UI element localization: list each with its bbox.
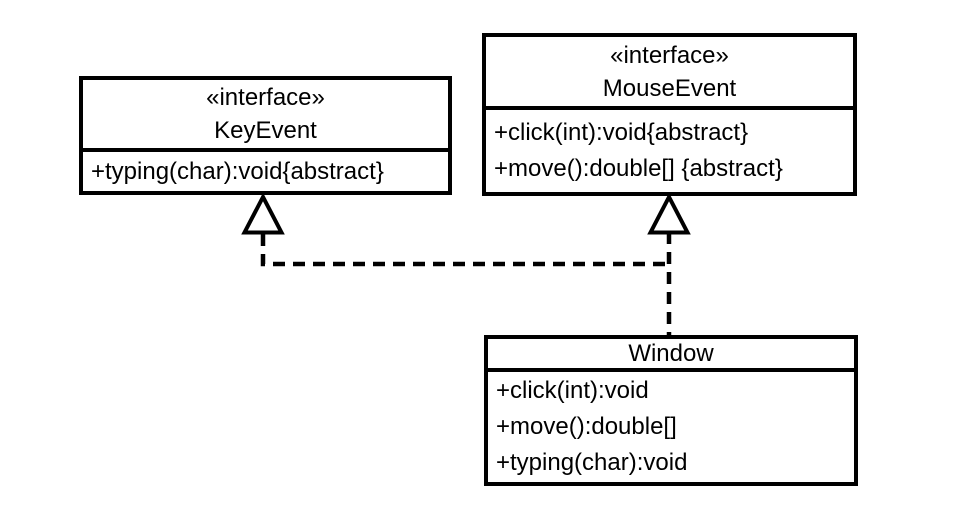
hollow-triangle-arrowhead-keyevent-icon [241, 192, 285, 235]
class-box-window: Window +click(int):void +move():double[]… [484, 335, 858, 486]
class-header-mouseevent: «interface» MouseEvent [486, 37, 853, 110]
class-methods-keyevent: +typing(char):void{abstract} [83, 152, 448, 191]
hollow-triangle-arrowhead-mouseevent-icon [647, 192, 691, 235]
class-name-label-mouseevent: MouseEvent [602, 74, 737, 102]
method-label: +click(int):void{abstract} [494, 119, 749, 146]
method-label: +move():double[] [496, 413, 677, 440]
class-header-window: Window [488, 339, 854, 372]
class-name-label-keyevent: KeyEvent [214, 117, 317, 144]
class-box-keyevent: «interface» KeyEvent +typing(char):void{… [79, 76, 452, 195]
stereotype-label-mouseevent: «interface» [610, 41, 729, 69]
class-header-keyevent: «interface» KeyEvent [83, 80, 448, 152]
method-label: +typing(char):void{abstract} [91, 157, 384, 185]
class-methods-mouseevent: +click(int):void{abstract} +move():doubl… [486, 110, 853, 192]
class-methods-window: +click(int):void +move():double[] +typin… [488, 372, 854, 482]
method-label: +click(int):void [496, 377, 649, 404]
method-label: +move():double[] {abstract} [494, 155, 783, 182]
method-label: +typing(char):void [496, 449, 688, 476]
stereotype-label-keyevent: «interface» [206, 84, 325, 111]
class-box-mouseevent: «interface» MouseEvent +click(int):void{… [482, 33, 857, 196]
class-name-label-window: Window [628, 340, 714, 367]
realization-line-window-to-keyevent [260, 234, 669, 267]
